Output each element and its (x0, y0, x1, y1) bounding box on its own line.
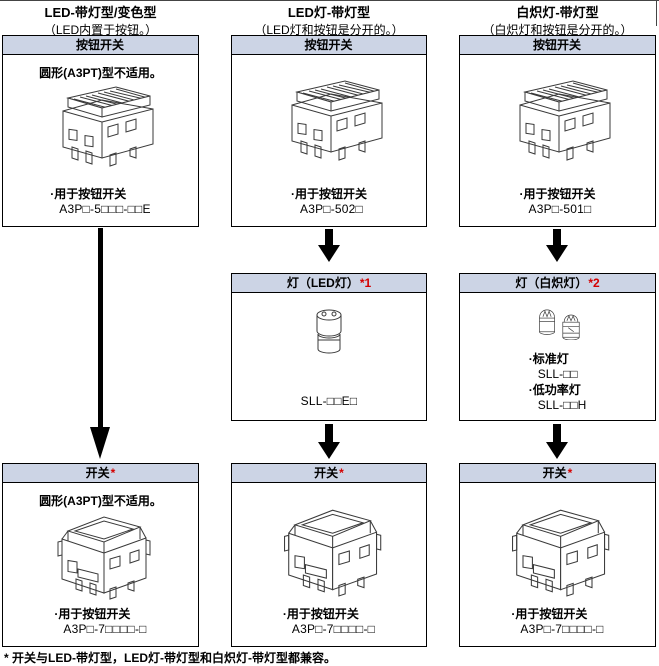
col3-top-box-header: 按钮开关 (460, 36, 655, 55)
col2-bottom-box-header-mark: * (339, 466, 344, 480)
col3-top-box-header-label: 按钮开关 (532, 38, 581, 52)
col2-lamp-box-header-mark: *1 (359, 276, 372, 290)
col1-flow-arrow (88, 228, 112, 459)
pushbutton-switch-illustration (38, 83, 154, 167)
lamp-item-model: SLL-□□ (537, 367, 578, 381)
col2-lamp-model: SLL-□□E□ (300, 394, 358, 408)
pushbutton-switch-illustration (495, 77, 611, 161)
col3-switch-box: 开关* ·用于按钮开关 A3P□-7□□□□-□ (459, 463, 656, 647)
col1-bottom-box-caption: ·用于按钮开关 A3P□-7□□□□-□ (54, 605, 146, 636)
caption-label: ·用于按钮开关 (54, 607, 131, 621)
col1-top-box-header: 按钮开关 (3, 36, 198, 55)
col2-flow-arrow-2 (317, 424, 341, 459)
col2-bottom-box-header-label: 开关 (314, 466, 339, 480)
col2-lamp-box-header-label: 灯（LED灯） (286, 276, 359, 290)
col1-bottom-box-note: 圆形(A3PT)型不适用。 (39, 494, 162, 508)
col3-pushbutton-switch-box: 按钮开关 ·用于按钮开关 A3P□-501□ (459, 35, 656, 227)
footnote: * 开关与LED-带灯型，LED灯-带灯型和白炽灯-带灯型都兼容。 (4, 651, 336, 665)
lamp-item-label: ·低功率灯 (528, 383, 581, 397)
caption-label: ·用于按钮开关 (282, 607, 359, 621)
switch-body-illustration (57, 516, 150, 600)
caption-label: ·用于按钮开关 (50, 187, 127, 201)
col3-lamp-box-header-mark: *2 (588, 276, 600, 290)
led-lamp-illustration (316, 309, 342, 354)
col2-bottom-box-header: 开关* (232, 464, 426, 483)
column2-subtitle: （LED灯和按钮是分开的。） (254, 23, 404, 37)
column1-subtitle: （LED内置于按钮。） (43, 23, 158, 37)
col3-incandescent-lamp-box: 灯（白炽灯）*2 ·标准灯 SLL-□□ ·低功率灯 SLL-□□H (459, 273, 656, 421)
caption-model: A3P□-5□□□-□□E (59, 202, 151, 216)
page-top-rule (0, 0, 659, 1)
col1-bottom-box-header-label: 开关 (85, 466, 110, 480)
page-right-rule (656, 0, 657, 26)
col1-top-box-caption: ·用于按钮开关 A3P□-5□□□-□□E (50, 185, 150, 216)
column3-subtitle: （白炽灯和按钮是分开的。） (482, 23, 633, 37)
col2-bottom-box-caption: ·用于按钮开关 A3P□-7□□□□-□ (283, 605, 375, 636)
col2-switch-box: 开关* ·用于按钮开关 A3P□-7□□□□-□ (231, 463, 427, 647)
col3-lamp-box-header: 灯（白炽灯）*2 (460, 274, 655, 293)
col3-bottom-box-header: 开关* (460, 464, 655, 483)
caption-model: A3P□-501□ (528, 202, 592, 216)
col1-bottom-box-header-mark: * (110, 466, 116, 480)
caption-label: ·用于按钮开关 (511, 607, 588, 621)
col1-top-box-header-label: 按钮开关 (75, 38, 124, 52)
pushbutton-switch-illustration (266, 77, 382, 161)
column2-title: LED灯-带灯型 (287, 5, 371, 20)
col2-top-box-caption: ·用于按钮开关 A3P□-502□ (291, 185, 367, 216)
incandescent-lamps-illustration (538, 309, 580, 340)
col2-lamp-box-header: 灯（LED灯）*1 (232, 274, 426, 293)
col2-led-lamp-box: 灯（LED灯）*1 SLL-□□E□ (231, 273, 427, 421)
caption-model: A3P□-7□□□□-□ (63, 622, 147, 636)
col3-bottom-box-caption: ·用于按钮开关 A3P□-7□□□□-□ (511, 605, 603, 636)
col1-switch-box: 开关* 圆形(A3PT)型不适用。 ·用于按钮开关 A3P□-7□□□□-□ (2, 463, 199, 647)
col2-flow-arrow-1 (317, 229, 341, 262)
lamp-item-label: ·标准灯 (528, 352, 569, 366)
col1-top-box-note: 圆形(A3PT)型不适用。 (39, 66, 162, 80)
caption-model: A3P□-502□ (300, 202, 363, 216)
col2-top-box-header-label: 按钮开关 (304, 38, 353, 52)
column1-title: LED-带灯型/变色型 (44, 5, 157, 20)
switch-body-illustration (512, 509, 610, 597)
caption-model: A3P□-7□□□□-□ (520, 622, 604, 636)
switch-body-illustration (283, 509, 381, 597)
column3-title: 白炽灯-带灯型 (516, 5, 599, 20)
col3-top-box-caption: ·用于按钮开关 A3P□-501□ (520, 185, 596, 216)
caption-label: ·用于按钮开关 (519, 187, 596, 201)
col2-pushbutton-switch-box: 按钮开关 ·用于按钮开关 A3P□-502□ (231, 35, 427, 227)
col3-lamp-box-header-label: 灯（白炽灯） (515, 276, 588, 290)
col1-pushbutton-switch-box: 按钮开关 圆形(A3PT)型不适用。 ·用于按钮开关 A3P□-5□□□-□□E (2, 35, 199, 227)
col3-bottom-box-header-label: 开关 (542, 466, 567, 480)
col1-bottom-box-header: 开关* (3, 464, 198, 483)
lamp-item-model: SLL-□□H (537, 398, 587, 412)
caption-model: A3P□-7□□□□-□ (291, 622, 376, 636)
col3-bottom-box-header-mark: * (567, 466, 573, 480)
col3-flow-arrow-2 (545, 424, 569, 459)
col3-flow-arrow-1 (545, 229, 569, 262)
col2-top-box-header: 按钮开关 (232, 36, 426, 55)
caption-label: ·用于按钮开关 (291, 187, 367, 201)
col3-lamp-items: ·标准灯 SLL-□□ ·低功率灯 SLL-□□H (529, 350, 587, 412)
